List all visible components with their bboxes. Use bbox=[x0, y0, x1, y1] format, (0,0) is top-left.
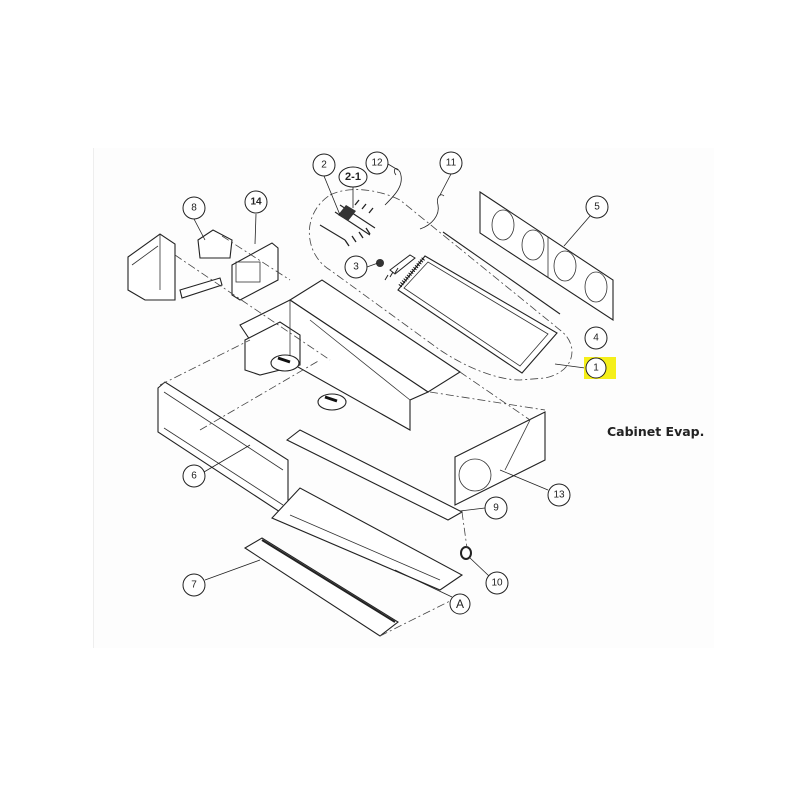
part-9-drain-pan[interactable] bbox=[271, 429, 464, 591]
part-10-plug[interactable] bbox=[460, 546, 472, 560]
part-3-fitting[interactable] bbox=[376, 254, 416, 281]
svg-text:2-1: 2-1 bbox=[345, 171, 361, 183]
part-11-sensor-wire[interactable] bbox=[419, 194, 445, 230]
part-5-panel[interactable] bbox=[479, 190, 614, 322]
callout-9[interactable]: 9 bbox=[484, 496, 508, 520]
callout-2[interactable]: 2 bbox=[312, 153, 336, 177]
callout-13[interactable]: 13 bbox=[547, 483, 571, 507]
part-14-panel[interactable] bbox=[231, 242, 279, 301]
part-8-bracket[interactable] bbox=[179, 229, 233, 299]
callout-6[interactable]: 6 bbox=[182, 464, 206, 488]
callout-12[interactable]: 12 bbox=[365, 151, 389, 175]
svg-text:3: 3 bbox=[353, 262, 359, 273]
svg-text:6: 6 bbox=[191, 471, 197, 482]
svg-text:A: A bbox=[456, 597, 464, 611]
callout-A[interactable]: A bbox=[449, 593, 471, 615]
part-7-bottom-panel[interactable] bbox=[243, 537, 399, 637]
part-6-front-panel[interactable] bbox=[157, 381, 289, 513]
callout-2-1[interactable]: 2-1 bbox=[338, 166, 368, 188]
callout-10[interactable]: 10 bbox=[485, 571, 509, 595]
svg-text:10: 10 bbox=[491, 578, 503, 589]
leader-lines bbox=[193, 163, 591, 598]
svg-text:13: 13 bbox=[553, 490, 565, 501]
assembly-lines bbox=[159, 235, 546, 637]
callout-8[interactable]: 8 bbox=[182, 196, 206, 220]
assembly-group-outline bbox=[308, 189, 573, 381]
svg-text:8: 8 bbox=[191, 203, 197, 214]
svg-text:4: 4 bbox=[593, 333, 599, 344]
svg-text:5: 5 bbox=[594, 202, 600, 213]
svg-text:2: 2 bbox=[321, 160, 327, 171]
svg-text:11: 11 bbox=[446, 158, 457, 169]
svg-text:7: 7 bbox=[191, 580, 197, 591]
part-12-sensor-wire[interactable] bbox=[384, 168, 402, 206]
callout-11[interactable]: 11 bbox=[439, 151, 463, 175]
part-housing[interactable] bbox=[239, 279, 462, 431]
part-2-valve-assembly[interactable] bbox=[319, 199, 376, 247]
callout-5[interactable]: 5 bbox=[585, 195, 609, 219]
diagram-title: Cabinet Evap. bbox=[607, 424, 705, 439]
svg-text:9: 9 bbox=[493, 503, 499, 514]
svg-text:14: 14 bbox=[250, 197, 262, 208]
callout-14[interactable]: 14 bbox=[244, 190, 268, 214]
part-1-coil[interactable] bbox=[397, 255, 558, 374]
svg-text:1: 1 bbox=[593, 363, 599, 374]
part-4-rod[interactable] bbox=[442, 231, 561, 315]
part-control-box[interactable] bbox=[127, 233, 176, 301]
callout-7[interactable]: 7 bbox=[182, 573, 206, 597]
callout-1[interactable]: 1 bbox=[585, 357, 607, 379]
svg-text:12: 12 bbox=[371, 158, 383, 169]
callout-4[interactable]: 4 bbox=[584, 326, 608, 350]
part-13-side-panel[interactable] bbox=[454, 411, 546, 506]
callout-3[interactable]: 3 bbox=[344, 255, 368, 279]
